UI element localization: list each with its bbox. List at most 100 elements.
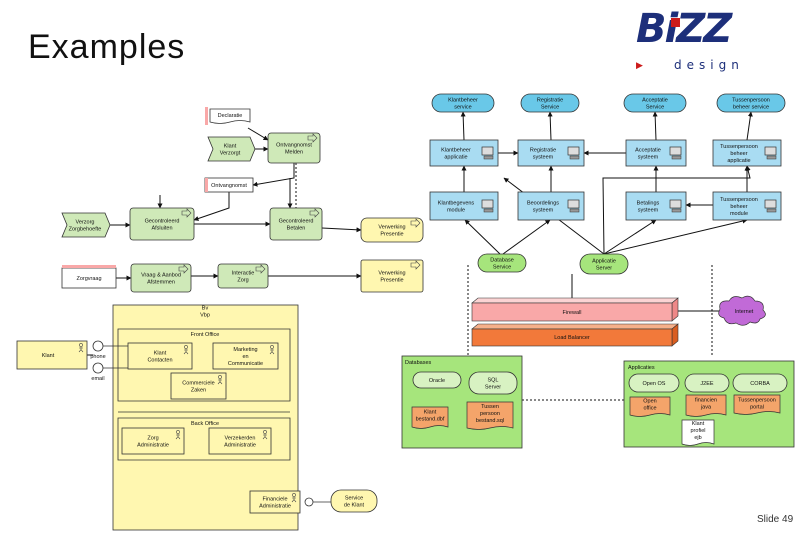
label-text: Klantbeheer <box>448 97 478 103</box>
label-text: financien <box>695 397 717 403</box>
label-text: office <box>643 405 656 411</box>
module-2-shape <box>517 191 585 221</box>
actor-icon-body <box>183 348 189 355</box>
tussen-persoon-artifact <box>466 401 514 430</box>
label-text: Commerciele <box>182 380 214 386</box>
label-text: Klantbeheer <box>441 147 471 153</box>
back-office-frame <box>117 417 291 461</box>
label-text: service <box>454 104 471 110</box>
load-balancer-node: Load Balancer <box>471 323 679 347</box>
schade-melden-process-shape <box>267 132 321 164</box>
label-text: J2EE <box>700 381 713 387</box>
financien-java-artifact <box>685 394 727 417</box>
vraag-aanbod-process-shape <box>130 263 192 293</box>
label-text: Front Office <box>191 332 220 338</box>
verwerking-presentie-1-shape <box>360 217 424 243</box>
beheer-portal-artifact <box>733 394 781 415</box>
label-text: Internet <box>735 309 754 315</box>
label-text: Administratie <box>137 442 169 448</box>
label-text: persoon <box>480 411 500 417</box>
label-text: Server <box>596 265 612 271</box>
label-text: Contacten <box>147 357 172 363</box>
label-text: Administratie <box>259 503 291 509</box>
label-text: Betalen <box>287 225 306 231</box>
label-text: beheer service <box>733 104 769 110</box>
label-text: Zorg <box>237 277 248 283</box>
service-4-shape <box>716 93 786 113</box>
front-office-frame <box>117 328 291 402</box>
label-text: profiel <box>691 428 706 434</box>
document-marker <box>62 265 116 268</box>
label-text: applicatie <box>727 158 750 164</box>
computer-base <box>671 208 682 213</box>
label-text: Service <box>345 495 363 501</box>
label-text: email <box>91 376 104 382</box>
computer-base <box>671 155 682 160</box>
firewall-front <box>471 302 673 322</box>
label-text: Registratie <box>530 147 556 153</box>
process-icon <box>181 208 192 218</box>
process-icon <box>309 208 320 218</box>
corba-node-shape <box>732 373 788 393</box>
label-text: Tussenpersoon <box>732 97 770 103</box>
cloud-shape <box>718 295 766 326</box>
slide-number: Slide 49 <box>757 514 794 525</box>
label-text: Zorgvraag <box>76 276 101 282</box>
connector-line <box>746 111 753 141</box>
label-text: Melden <box>285 149 303 155</box>
label-text: Database <box>490 257 514 263</box>
phone-icon <box>92 340 104 352</box>
label-text: Verwerking <box>378 270 405 276</box>
label-text: Firewall <box>563 310 582 316</box>
event-shape <box>207 136 256 162</box>
label-text: Gecontroleerd <box>145 218 180 224</box>
label-text: Acceptatie <box>635 147 661 153</box>
commerciele-zaken-shape <box>170 372 227 400</box>
label-text: Klant <box>42 353 55 359</box>
service-1-shape <box>431 93 495 113</box>
label-text: Load Balancer <box>554 335 590 341</box>
label-text: Klant <box>224 143 237 149</box>
label-text: Tussen <box>481 404 499 410</box>
label-text: Presentie <box>380 277 403 283</box>
connector-line <box>502 219 551 255</box>
label-text: de Klant <box>344 502 365 508</box>
oracle-node: Oracle <box>412 371 462 389</box>
j2ee-node: J2EE <box>684 373 730 393</box>
computer-base <box>483 208 494 213</box>
marketing-communicatie-shape <box>212 342 279 370</box>
label-text: Beoordelings <box>527 200 559 206</box>
label-text: systeem <box>638 207 659 213</box>
label-text: Open <box>643 398 656 404</box>
label-text: Databases <box>405 360 432 366</box>
label-text: Betalings <box>637 200 660 206</box>
label-text: Service <box>646 104 664 110</box>
afsluiten-process-shape <box>129 207 195 241</box>
label-text: Vraag & Aanbod <box>141 272 181 278</box>
connector-line <box>321 227 362 233</box>
computer-icon <box>669 146 682 156</box>
lb-top <box>471 323 679 330</box>
event-shape <box>61 212 111 238</box>
connector-line <box>547 111 553 141</box>
label-text: Applicaties <box>628 365 655 371</box>
label-text: module <box>447 207 465 213</box>
label-text: Open OS <box>643 381 666 387</box>
label-text: Verwerking <box>378 224 405 230</box>
lb-front <box>471 328 673 347</box>
firewall-node: Firewall <box>471 297 679 322</box>
label-text: Verzorgt <box>220 150 241 156</box>
document-shape <box>209 108 251 124</box>
